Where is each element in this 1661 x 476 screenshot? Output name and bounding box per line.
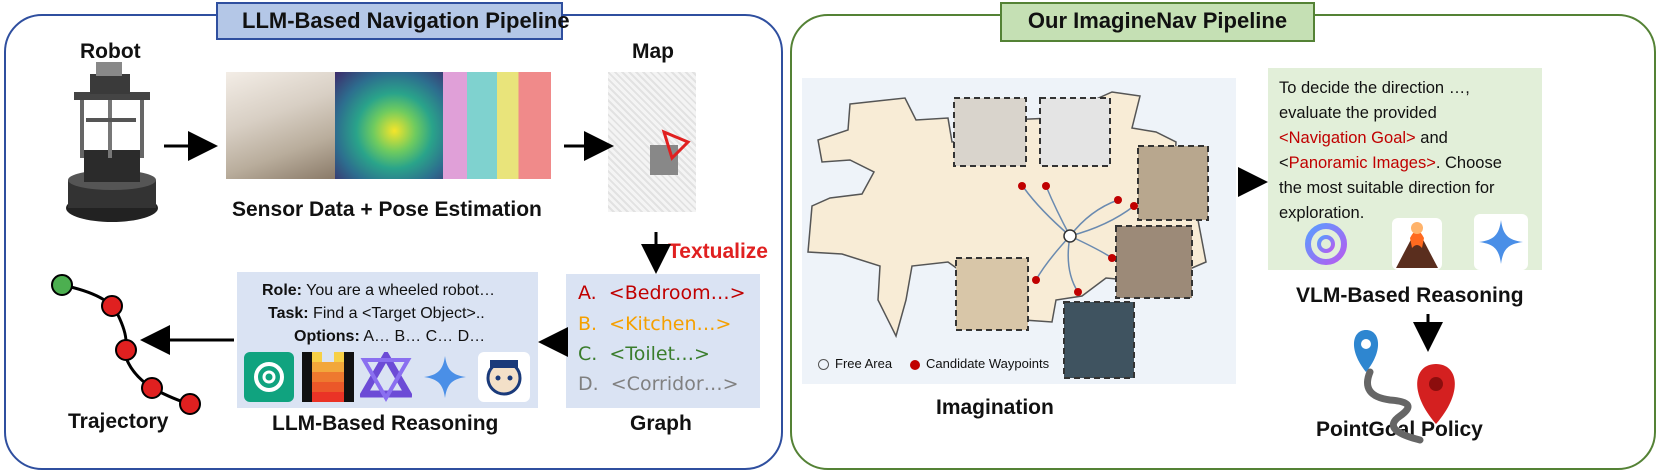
graph-label: Graph [630,412,692,435]
llm-pipeline-title: LLM-Based Navigation Pipeline [216,2,570,40]
vlm-prompt-text: To decide the direction …, evaluate the … [1279,79,1502,222]
pointgoal-policy-label: PointGoal Policy [1316,418,1483,441]
legend-candidate-waypoints: Candidate Waypoints [910,356,1049,371]
prompt-task: Task: Find a <Target Object>.. [268,305,485,322]
gpt4o-icon [1298,218,1354,270]
map-label: Map [632,40,674,63]
prompt-role: Role: You are a wheeled robot… [262,282,496,299]
imaginenav-title: Our ImagineNav Pipeline [1000,2,1315,42]
chatgpt-icon [244,352,294,402]
vlm-reasoning-label: VLM-Based Reasoning [1296,284,1524,307]
gemini-icon [420,352,470,402]
sensor-data-label: Sensor Data + Pose Estimation [232,198,542,221]
qwen-icon [360,352,412,402]
mistral-icon [302,352,354,402]
graph-option-a: A. <Bedroom…> [578,282,746,304]
llm-reasoning-label: LLM-Based Reasoning [272,412,499,435]
gemini-icon-vlm [1474,214,1528,270]
rgb-image [226,72,335,179]
depth-image [335,72,443,179]
prompt-options: Options: A… B… C… D… [294,328,486,345]
map-image [608,72,696,212]
trajectory-label: Trajectory [68,410,169,433]
textualize-label: Textualize [668,240,768,263]
graph-option-c: C. <Toilet…> [578,343,710,365]
robot-label: Robot [80,40,141,63]
free-area-marker [818,359,829,371]
map-occupancy [650,145,678,175]
llava-icon [1392,218,1442,270]
waypoint-marker [910,359,920,370]
graph-box [566,274,760,408]
semantic-image [443,72,551,179]
imagination-map [802,78,1236,384]
deepseek-icon [478,352,530,402]
graph-option-b: B. <Kitchen…> [578,313,732,335]
imagination-label: Imagination [936,396,1054,419]
graph-option-d: D. <Corridor…> [578,373,739,395]
legend-free-area: Free Area [818,356,892,371]
